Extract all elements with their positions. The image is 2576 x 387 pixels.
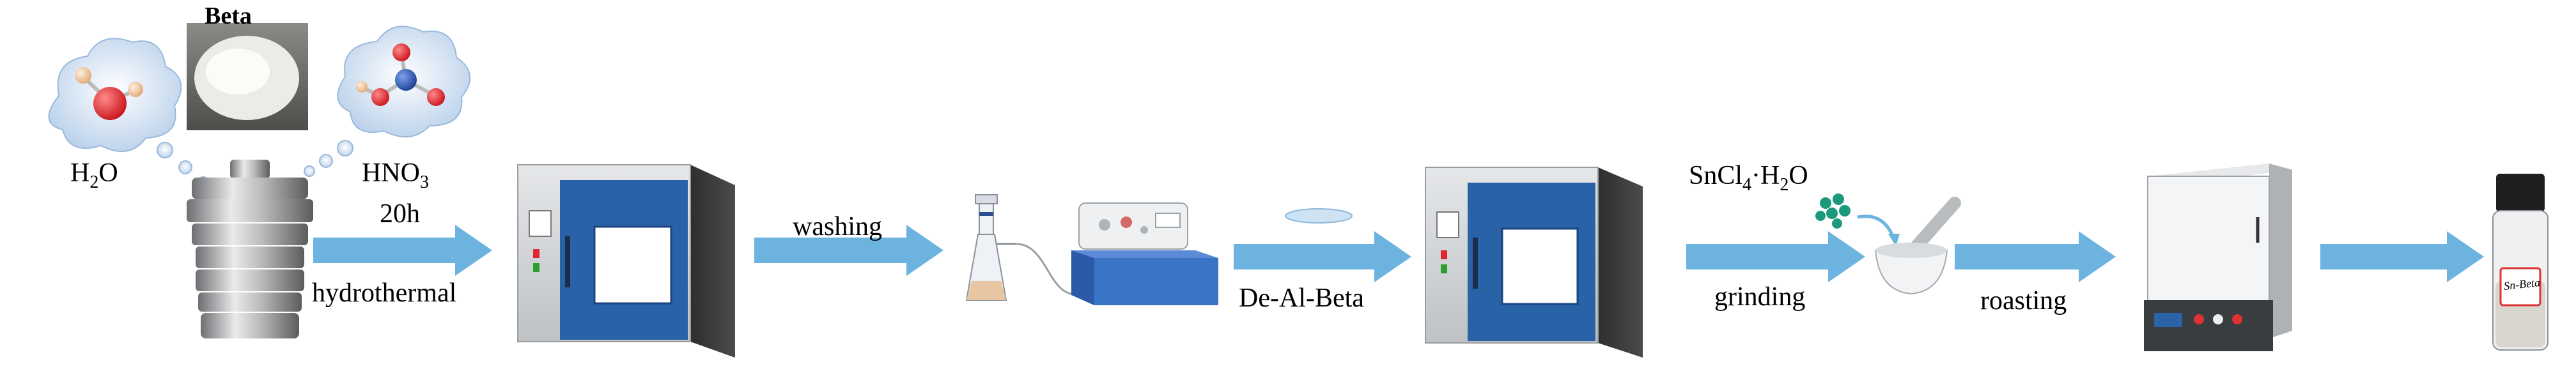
hydrothermal-label: hydrothermal xyxy=(312,278,457,308)
muffle-furnace-icon xyxy=(2144,163,2292,351)
sample-disc-icon xyxy=(1285,208,1353,224)
beta-powder-photo-icon xyxy=(187,23,308,130)
time-label: 20h xyxy=(380,199,420,229)
arrow-icon xyxy=(1234,231,1411,282)
sncl4-particles-icon xyxy=(1815,194,1851,229)
curved-arrow-icon xyxy=(1857,215,1895,238)
washing-label: washing xyxy=(793,212,882,241)
arrow-icon xyxy=(313,225,492,276)
beta-label: Beta xyxy=(205,3,252,29)
h2o-label: H2O xyxy=(70,158,118,192)
dealbeta-label: De-Al-Beta xyxy=(1239,284,1364,313)
arrow-icon xyxy=(1686,231,1865,282)
thought-bubbles-right-icon xyxy=(304,140,353,177)
filtration-flask-icon xyxy=(965,194,1016,301)
water-bath-pump-icon xyxy=(1071,202,1218,305)
process-arrows xyxy=(313,225,2484,282)
sncl4-label: SnCl4·H2O xyxy=(1689,161,1808,195)
vial-icon xyxy=(2492,174,2549,351)
oven-icon xyxy=(1425,167,1643,358)
arrow-icon xyxy=(754,225,943,276)
oven-icon xyxy=(517,164,735,358)
arrow-icon xyxy=(2320,231,2484,282)
mortar-pestle-icon xyxy=(1874,197,1961,295)
water-molecule-cloud-icon xyxy=(48,38,182,153)
autoclave-icon xyxy=(187,160,313,338)
hno3-label: HNO3 xyxy=(362,158,429,192)
curved-arrow-head-icon xyxy=(1888,234,1900,247)
grinding-label: grinding xyxy=(1714,282,1806,312)
roasting-label: roasting xyxy=(1980,286,2067,315)
arrow-icon xyxy=(1955,231,2116,282)
nitric-acid-molecule-cloud-icon xyxy=(337,26,471,138)
